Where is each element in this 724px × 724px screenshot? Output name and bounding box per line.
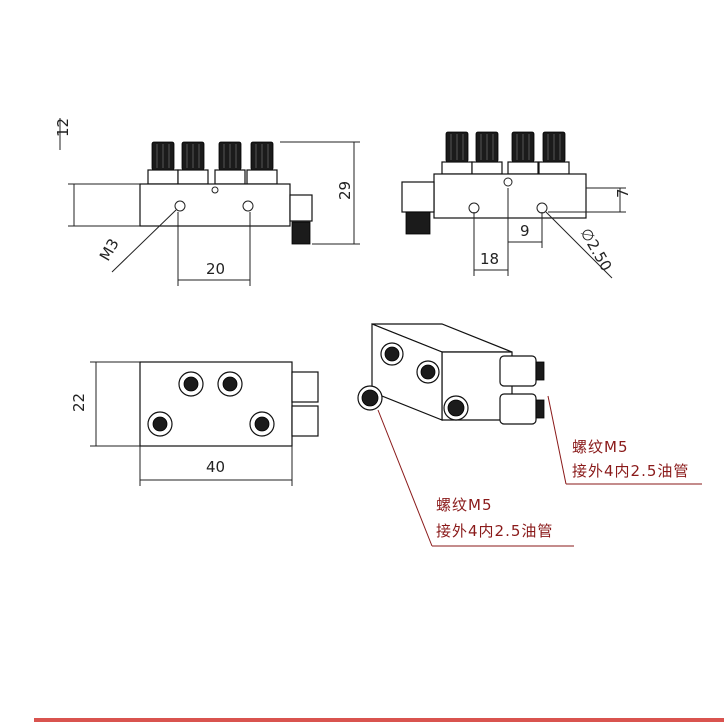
dim-thread: M3	[96, 236, 123, 264]
dim-length-mid: 20	[206, 260, 225, 278]
front-knobs	[147, 141, 278, 185]
dim-width: 22	[70, 393, 88, 412]
side-view: 7 9 18 ∅2.50	[401, 131, 632, 279]
callout-2-line2: 接外4内2.5油管	[436, 522, 553, 540]
callout-2-line1: 螺纹M5	[436, 496, 493, 514]
dim-offset: 7	[614, 188, 632, 198]
dim-height-total: 29	[336, 181, 354, 200]
callout-1-line1: 螺纹M5	[572, 438, 629, 456]
dim-spacing-a: 18	[480, 250, 499, 268]
bottom-accent-bar	[34, 718, 724, 722]
dim-length: 40	[206, 458, 225, 476]
isometric-view: 螺纹M5 接外4内2.5油管 螺纹M5 接外4内2.5油管	[357, 323, 702, 547]
dim-hole: ∅2.50	[577, 225, 616, 274]
side-knobs	[441, 131, 570, 175]
front-block	[139, 183, 291, 227]
top-ports	[147, 371, 275, 437]
front-view: 12 29 20 M3	[54, 118, 360, 286]
dim-height-left: 12	[54, 118, 72, 137]
callout-1-line2: 接外4内2.5油管	[572, 462, 689, 480]
dim-spacing-b: 9	[520, 222, 530, 240]
side-block	[433, 173, 587, 219]
top-view: 22 40	[70, 361, 319, 486]
